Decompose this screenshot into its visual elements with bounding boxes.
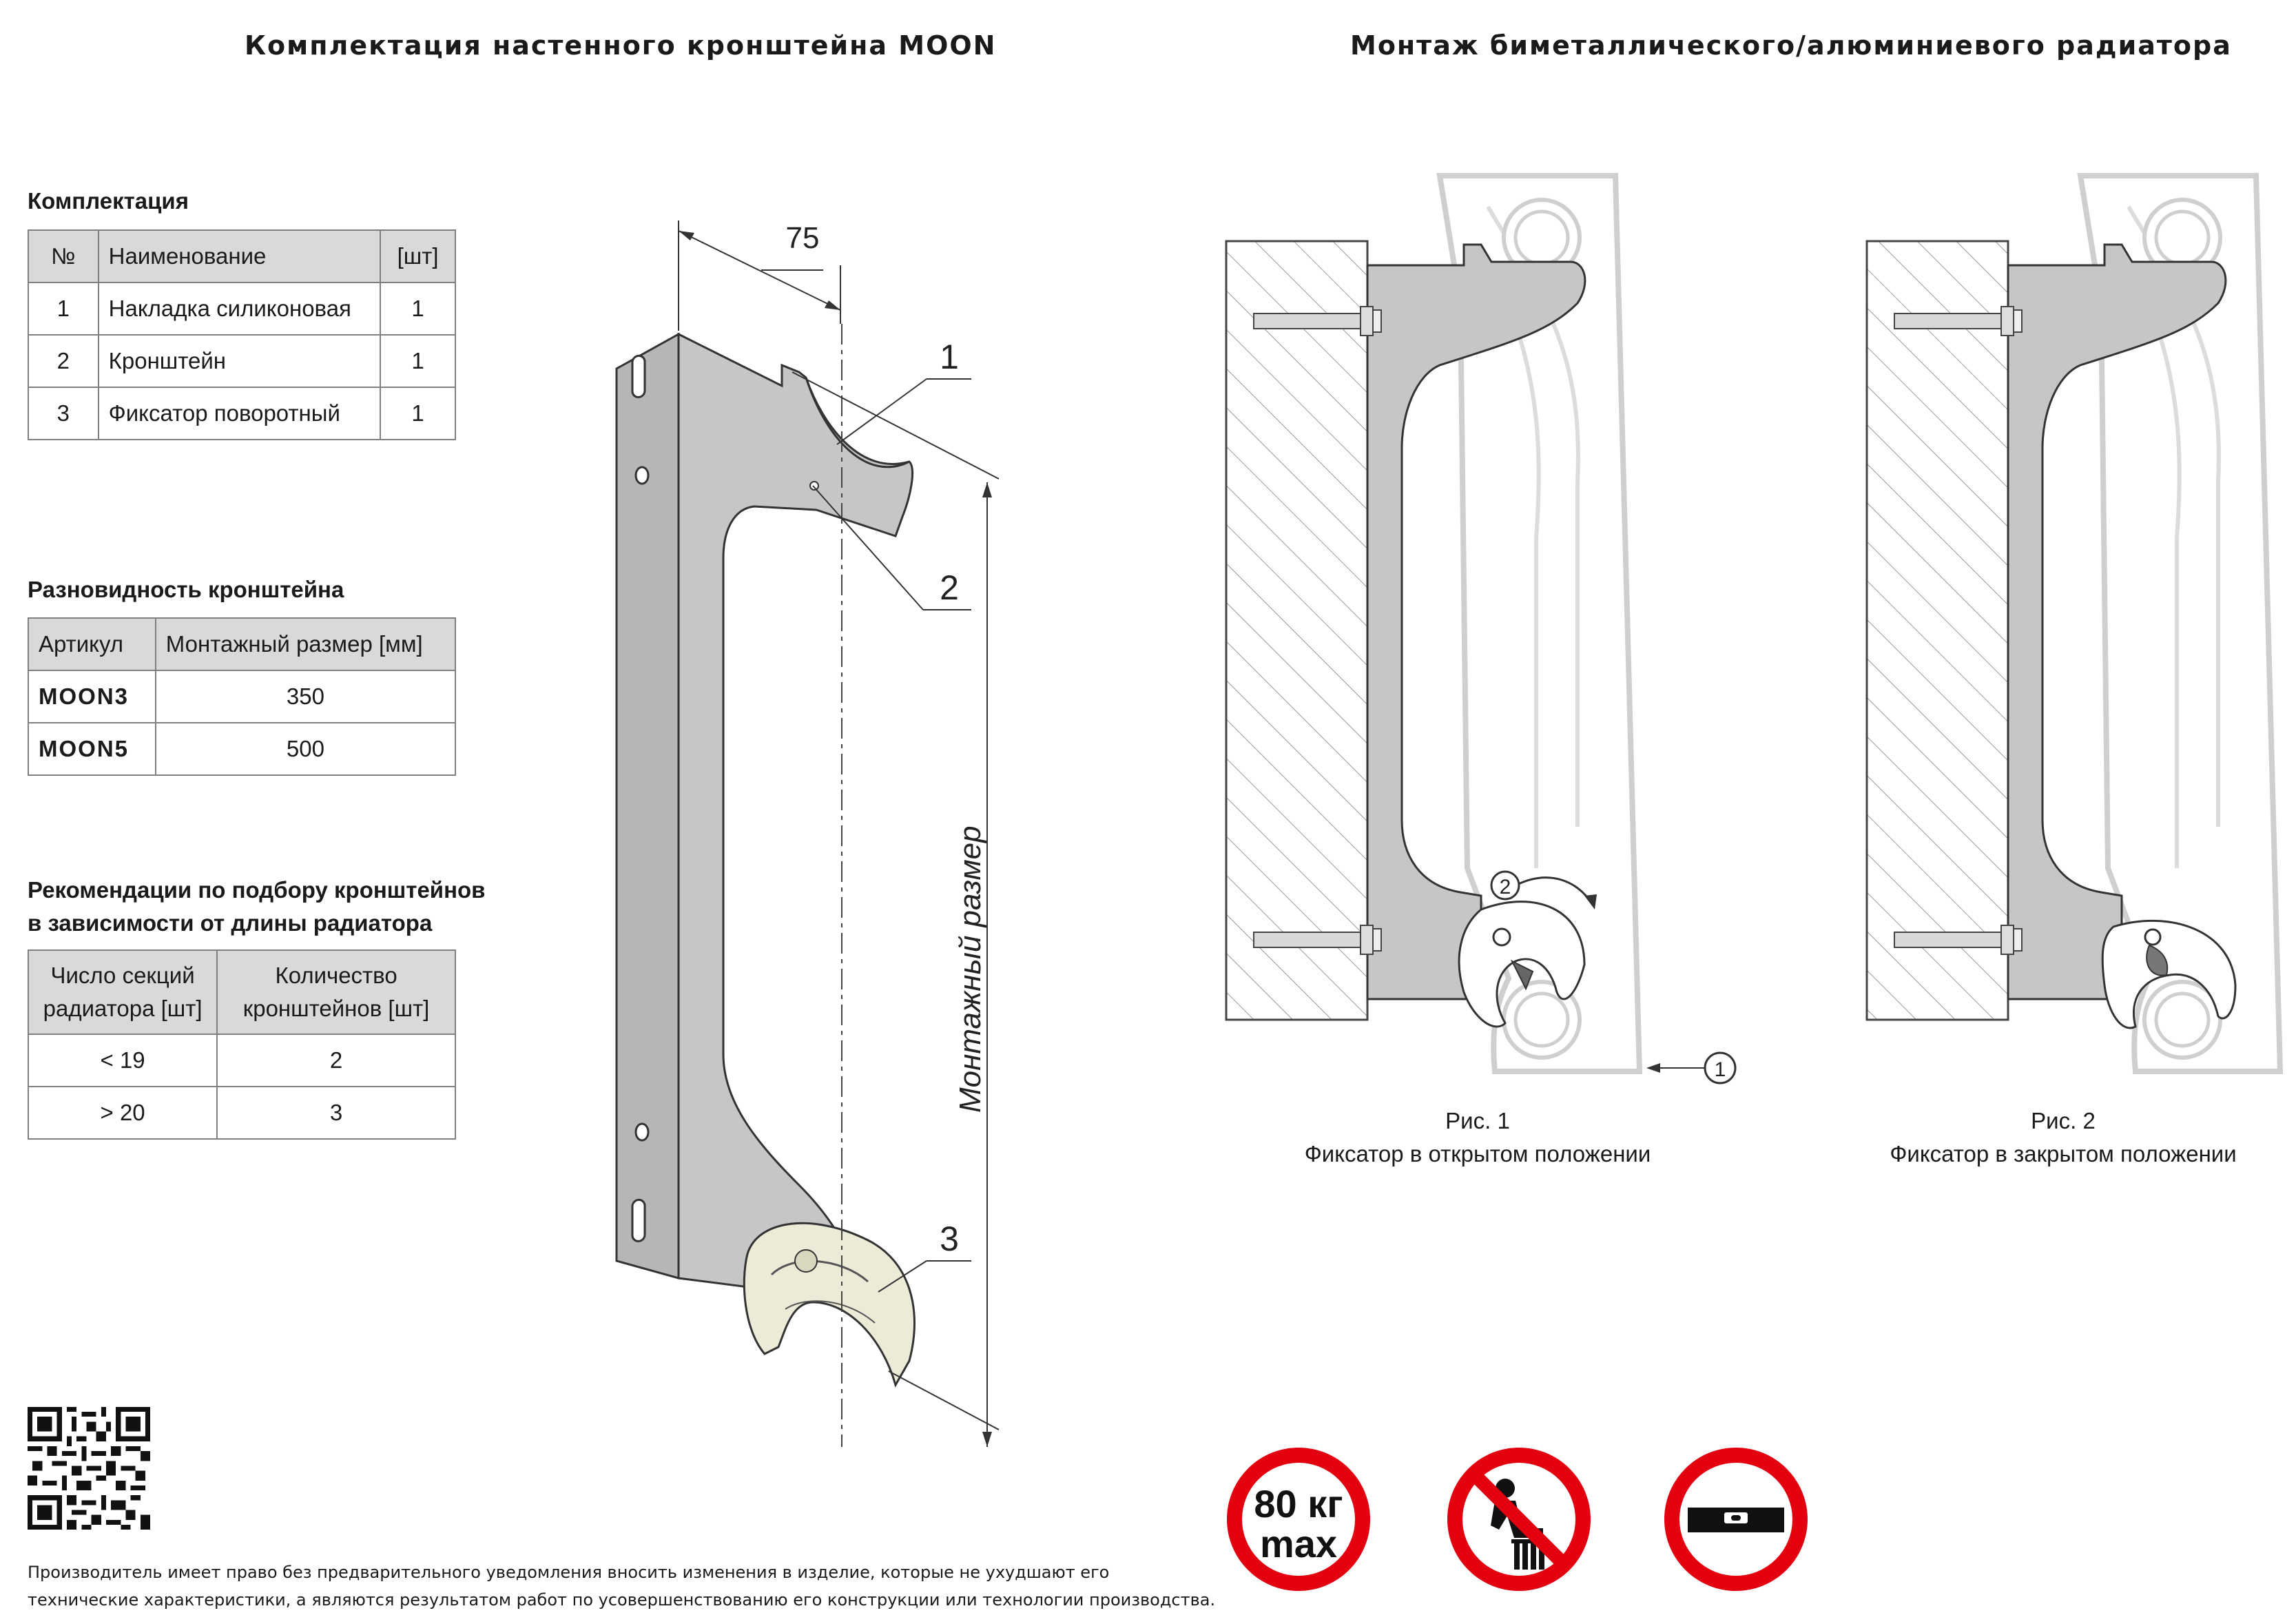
callout-2: 2 (940, 568, 959, 607)
wall-anchor-bottom (1253, 925, 1382, 955)
table-row: MOON3 350 (28, 670, 457, 723)
fig1-number: Рис. 1 (1445, 1108, 1510, 1133)
table-row: MOON5 500 (28, 722, 457, 776)
table-row: < 19 2 (27, 1034, 456, 1087)
bracket-plate (677, 332, 914, 1297)
kit-table: № Наименование [шт] 1 Накладка силиконов… (28, 229, 456, 440)
bracket-side (1366, 243, 1586, 1000)
qr-code (28, 1407, 150, 1530)
table-row: 2 Кронштейн 1 (28, 334, 456, 388)
rotary-lock (743, 1222, 916, 1388)
no-sitting-icon (1447, 1448, 1591, 1591)
mount-hole (634, 1122, 650, 1142)
recommend-heading-1: Рекомендации по подбору кронштейнов (28, 877, 486, 903)
wall-section (1225, 240, 1369, 1021)
mount-slot (631, 1198, 646, 1242)
kit-heading: Комплектация (28, 188, 189, 214)
table-row: 3 Фиксатор поворотный 1 (28, 387, 456, 440)
footer-line-1: Производитель имеет право без предварите… (28, 1563, 1110, 1582)
variants-heading: Разновидность кронштейна (28, 577, 344, 602)
kit-header-num: № (28, 229, 99, 283)
svg-text:1: 1 (1715, 1058, 1726, 1081)
table-row: 1 Накладка силиконовая 1 (28, 282, 456, 336)
level-icon (1664, 1448, 1808, 1591)
weight-label: 80 кг (1254, 1482, 1343, 1525)
variants-header-size: Монтажный размер [мм] (154, 617, 457, 671)
step-2-marker (1490, 870, 1520, 901)
fig2-caption: Фиксатор в закрытом положении (1890, 1141, 2237, 1166)
wall-section (1865, 240, 2009, 1021)
callout-1: 1 (940, 338, 959, 376)
bracket-side (2007, 243, 2227, 1000)
rotary-lock-open (1458, 901, 1586, 1028)
footer-line-2: технические характеристики, а являются р… (28, 1590, 1216, 1610)
wall-anchor-top (1253, 306, 1382, 336)
recommend-heading-2: в зависимости от длины радиатора (28, 910, 433, 936)
dim-75-label: 75 (786, 221, 820, 255)
silicone-pad-marker (1704, 1051, 1737, 1085)
bracket-drawing: 75 Монтажный размер 1 2 3 (615, 220, 1000, 1447)
wall-anchor-bottom (1894, 925, 2023, 955)
mount-hole (634, 466, 650, 485)
left-title: Комплектация настенного кронштейна MOON (245, 30, 997, 61)
callout-3: 3 (940, 1220, 959, 1258)
wall-anchor-top (1894, 306, 2023, 336)
max-load-icon: 80 кг max (1227, 1448, 1370, 1591)
mount-slot (631, 354, 646, 398)
variants-table: Артикул Монтажный размер [мм] MOON3 350 … (28, 617, 457, 776)
variants-header-article: Артикул (28, 617, 156, 671)
kit-header-name: Наименование (97, 229, 382, 283)
mount-size-label: Монтажный размер (953, 825, 987, 1113)
kit-header-qty: [шт] (380, 229, 456, 283)
weight-max-label: max (1260, 1522, 1337, 1565)
figure-1-drawing: 2 1 (1225, 173, 1737, 1085)
table-row: > 20 3 (27, 1086, 456, 1140)
fig1-caption: Фиксатор в открытом положении (1304, 1141, 1651, 1166)
fig2-number: Рис. 2 (2031, 1108, 2096, 1133)
svg-text:2: 2 (1500, 876, 1511, 898)
rotary-lock-closed (2101, 919, 2237, 1029)
right-title: Монтаж биметаллического/алюминиевого рад… (1350, 30, 2232, 61)
figure-2-drawing (1865, 173, 2284, 1074)
